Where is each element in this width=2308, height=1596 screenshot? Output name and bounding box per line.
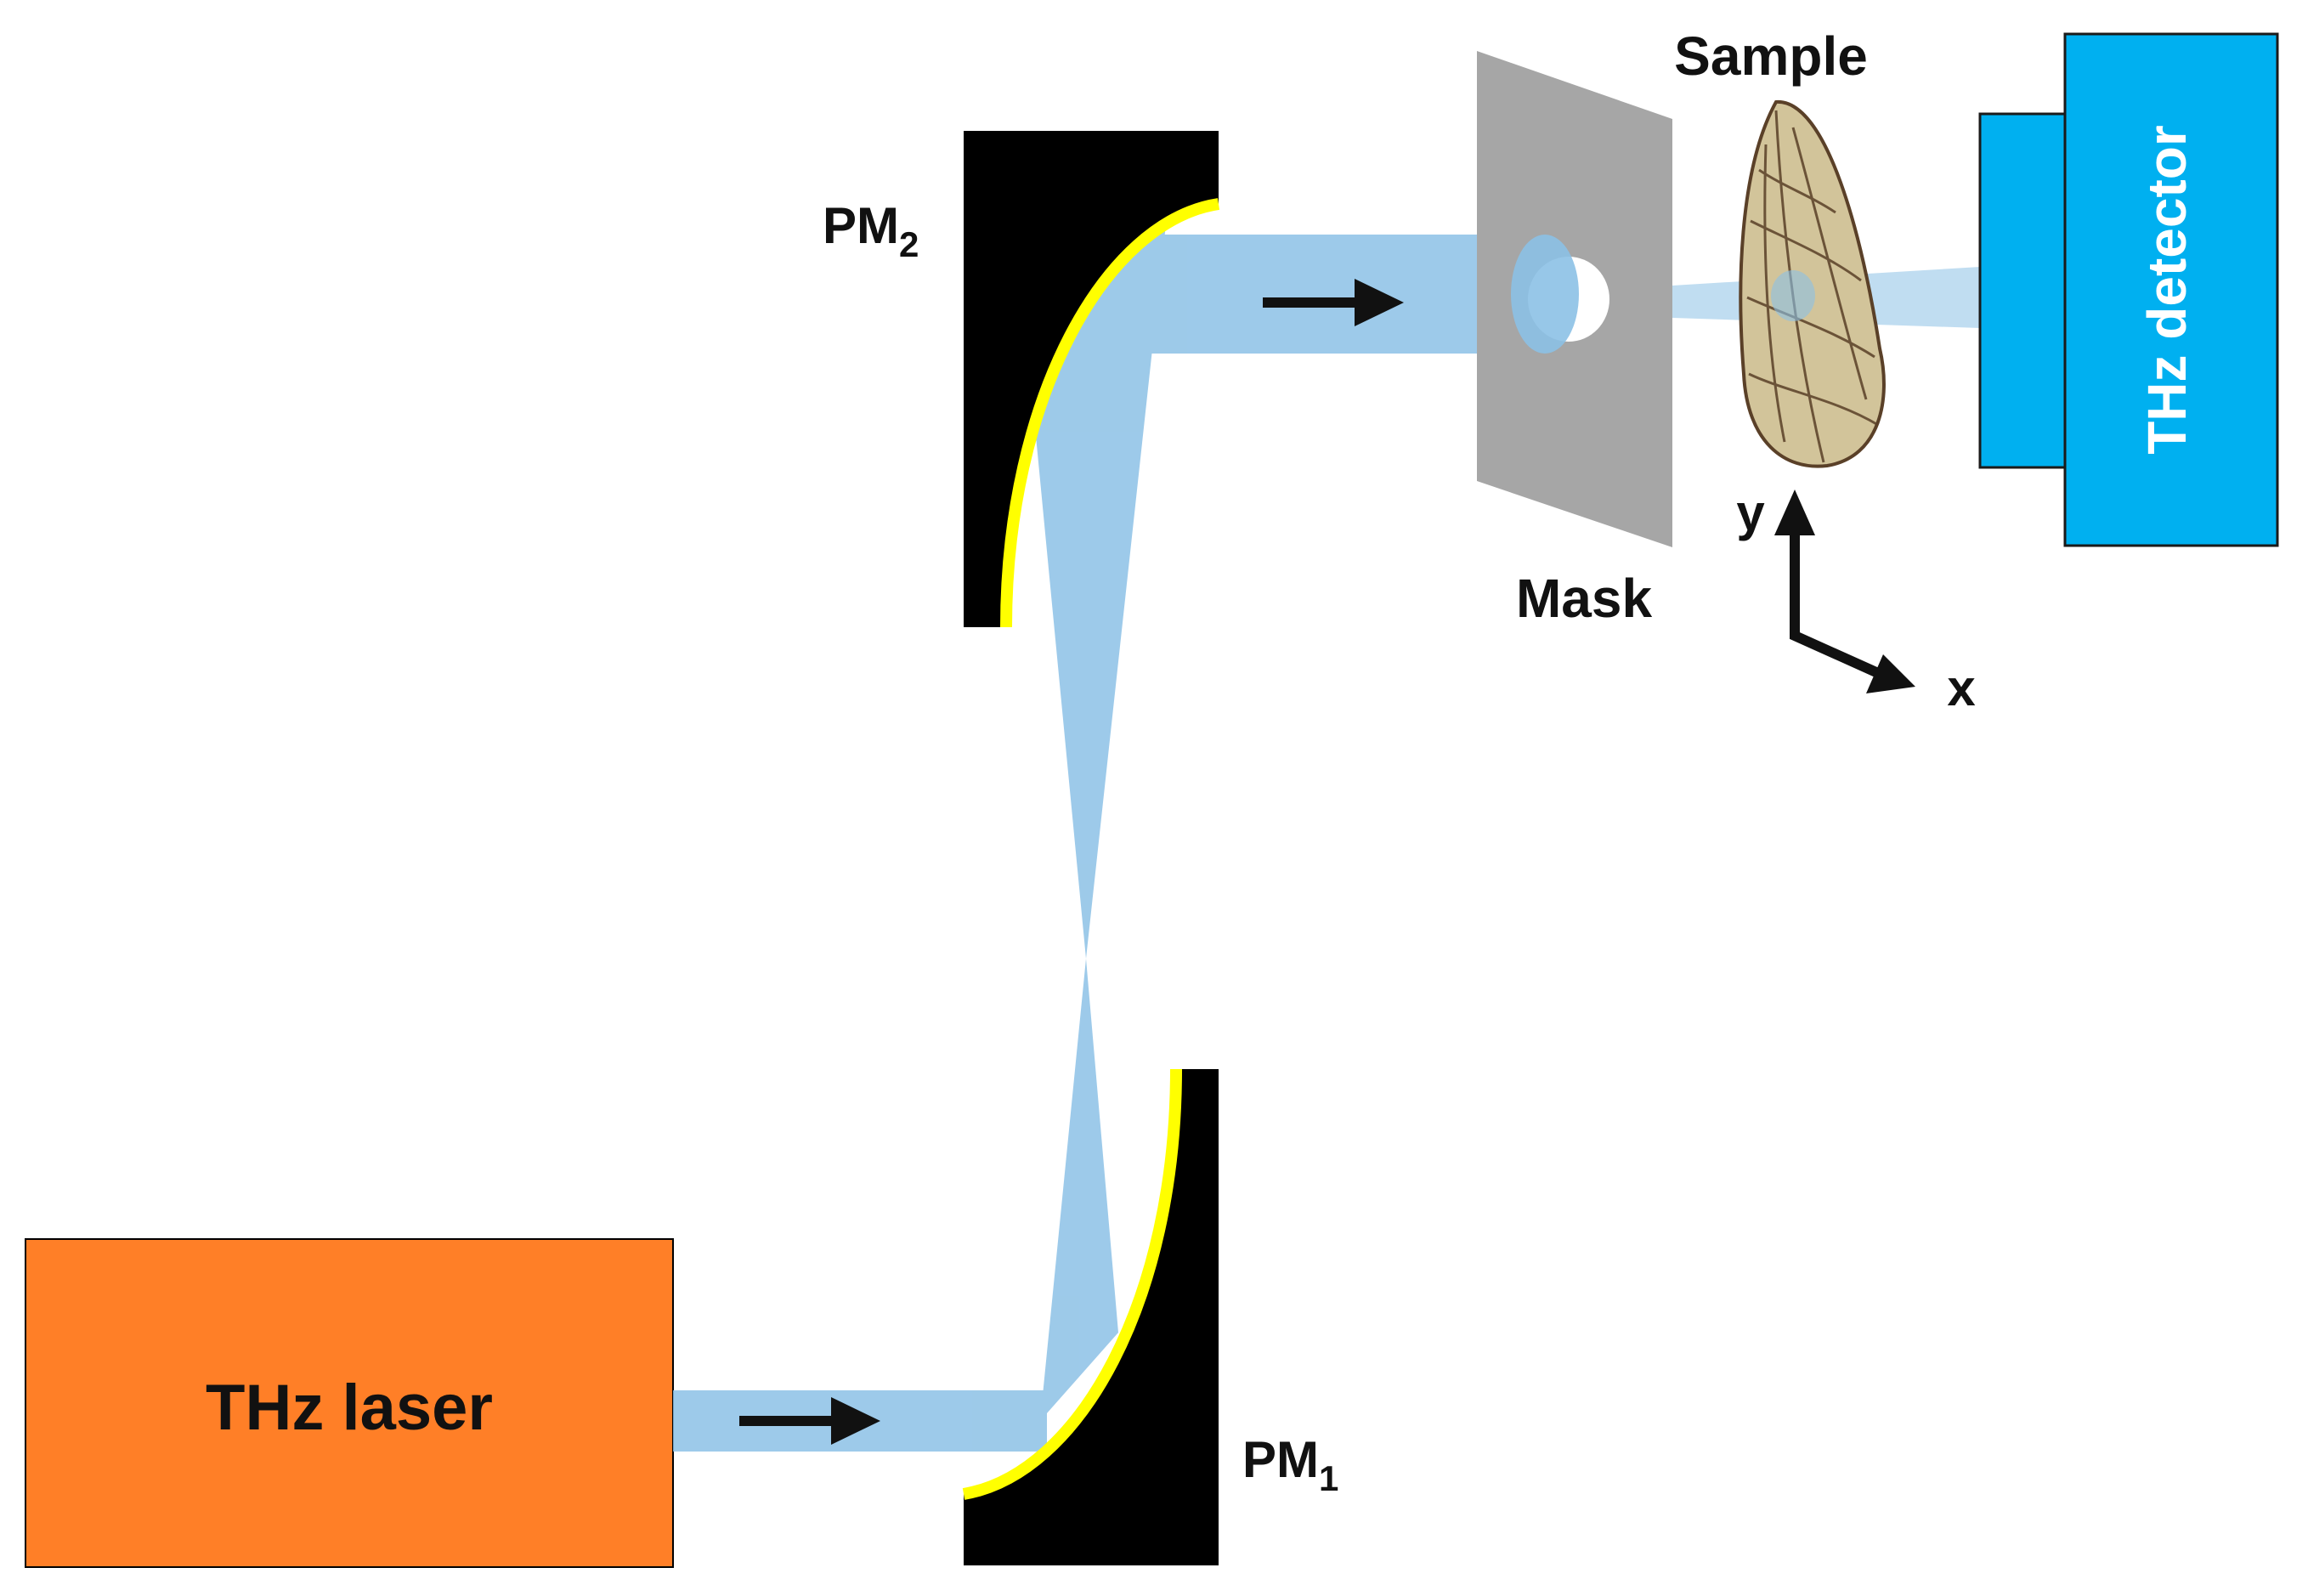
beam-pm2-to-mask (1072, 235, 1536, 354)
wing-vein (1746, 296, 1875, 359)
beam-focus-to-pm2 (1030, 224, 1166, 959)
beam-spot-on-mask (1511, 235, 1579, 354)
arrow-top-head (1355, 279, 1404, 326)
wing-vein (1763, 144, 1786, 443)
pm2-label-subscript: 2 (899, 224, 919, 264)
detector-main-body (2063, 32, 2279, 547)
pm1-label-base: PM (1242, 1431, 1319, 1488)
thz-laser: THz laser (25, 1238, 674, 1568)
beam-direction-arrow-bottom (739, 1397, 880, 1445)
beam-pm1-to-focus (1040, 959, 1118, 1421)
scan-axes: y x (1736, 484, 1975, 716)
pm2-label-base: PM (823, 197, 899, 254)
x-axis-arrowhead (1866, 654, 1915, 693)
pm1-reflective-coating (962, 1068, 1182, 1500)
thz-beam (673, 224, 1536, 1452)
sample-insect-wing: Sample (1674, 25, 1886, 468)
parabolic-mirror-pm2: PM2 (823, 131, 1220, 628)
pm1-body (964, 1069, 1219, 1565)
pm1-label-subscript: 1 (1319, 1458, 1338, 1498)
sample-label: Sample (1674, 25, 1868, 87)
thz-laser-box (25, 1238, 674, 1568)
wing-vein (1758, 168, 1836, 214)
beam-spot-on-sample (1771, 270, 1815, 321)
detector-label: THz detector (2136, 125, 2198, 455)
axis-x-label: x (1947, 659, 1975, 716)
axis-y-label: y (1736, 484, 1765, 541)
beam-direction-arrow-top (1263, 279, 1404, 326)
thz-laser-label: THz laser (206, 1372, 493, 1444)
wing-vein (1791, 127, 1868, 400)
pm1-label: PM1 (1242, 1431, 1338, 1498)
pm2-reflective-coating (1000, 198, 1220, 628)
parabolic-mirror-pm1: PM1 (962, 1068, 1338, 1565)
axis-lines (1790, 530, 1881, 678)
wing-vein (1750, 219, 1862, 282)
mask: Mask (1477, 51, 1672, 629)
arrow-bottom-head (831, 1397, 880, 1445)
pm2-label: PM2 (823, 197, 919, 264)
thz-detector: THz detector (1978, 32, 2279, 547)
y-axis-arrowhead (1774, 490, 1815, 535)
mask-label: Mask (1516, 568, 1653, 629)
wing-vein (1748, 372, 1879, 427)
pm2-body (964, 131, 1219, 627)
detector-front-block (1978, 112, 2067, 469)
